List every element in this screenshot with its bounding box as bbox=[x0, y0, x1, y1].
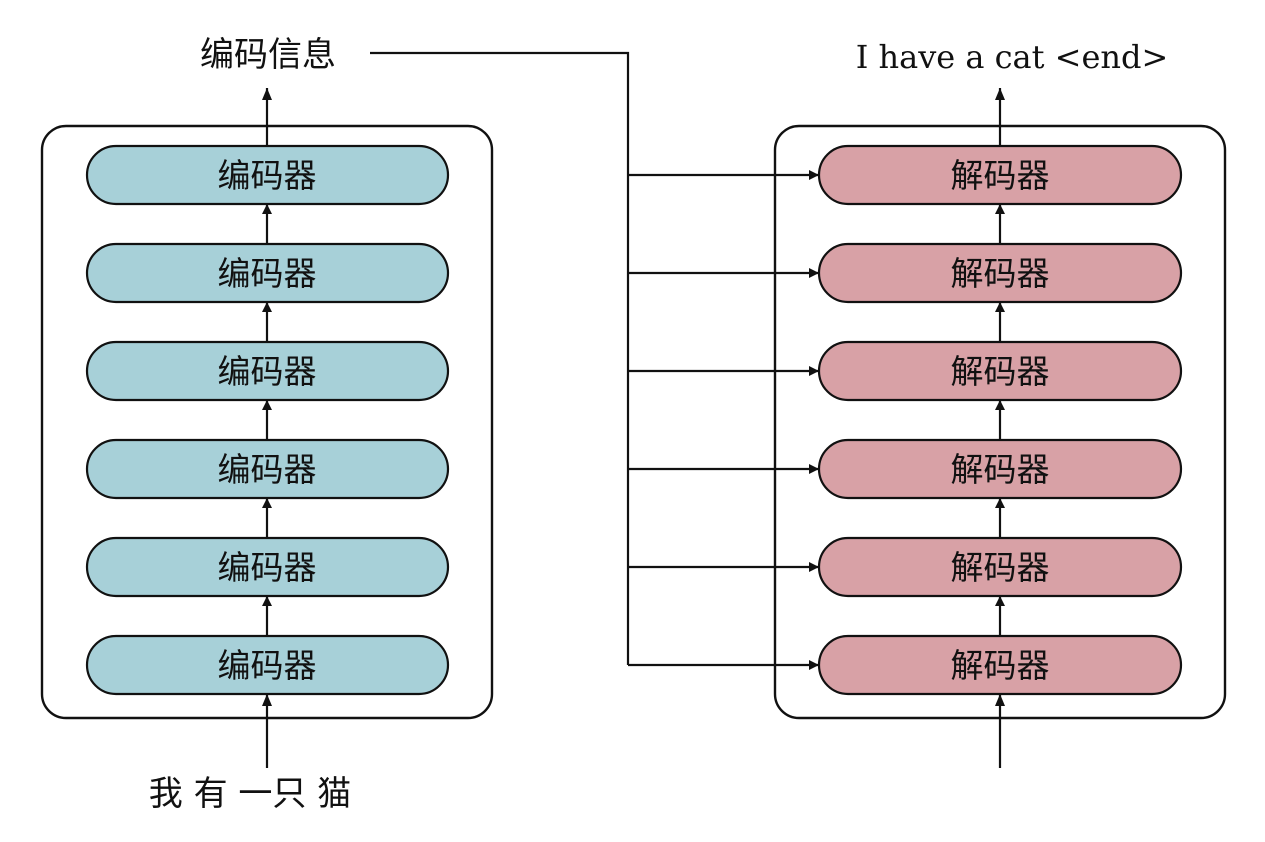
decoder-layer-label: 解码器 bbox=[951, 254, 1050, 293]
encoder-output-label: 编码信息 bbox=[200, 35, 336, 75]
encoder-layer: 编码器 bbox=[85, 536, 450, 598]
encoder-layer: 编码器 bbox=[85, 242, 450, 304]
encoder-layer-label: 编码器 bbox=[218, 548, 317, 587]
encoder-input-label: 我 有 一只 猫 bbox=[149, 774, 351, 814]
decoder-layer-label: 解码器 bbox=[951, 646, 1050, 685]
encoder-layer-label: 编码器 bbox=[218, 450, 317, 489]
encoder-layer-label: 编码器 bbox=[218, 156, 317, 195]
decoder-layer: 解码器 bbox=[817, 634, 1183, 696]
decoder-layer: 解码器 bbox=[817, 536, 1183, 598]
decoder-output-label: I have a cat <end> bbox=[856, 38, 1169, 76]
encoder-layer-label: 编码器 bbox=[218, 254, 317, 293]
decoder-layer: 解码器 bbox=[817, 438, 1183, 500]
encoder-layer-label: 编码器 bbox=[218, 646, 317, 685]
encoder-layer-label: 编码器 bbox=[218, 352, 317, 391]
encoder-layer: 编码器 bbox=[85, 634, 450, 696]
decoder-layer-label: 解码器 bbox=[951, 156, 1050, 195]
decoder-layer: 解码器 bbox=[817, 242, 1183, 304]
encoder-info-bus-line bbox=[370, 51, 630, 665]
encoder-layer: 编码器 bbox=[85, 340, 450, 402]
decoder-layer-label: 解码器 bbox=[951, 548, 1050, 587]
encoder-layer: 编码器 bbox=[85, 438, 450, 500]
decoder-layer-label: 解码器 bbox=[951, 352, 1050, 391]
decoder-layer: 解码器 bbox=[817, 340, 1183, 402]
cross-attention-arrows bbox=[628, 170, 819, 670]
decoder-layer-label: 解码器 bbox=[951, 450, 1050, 489]
encoder-layer: 编码器 bbox=[85, 144, 450, 206]
decoder-layer: 解码器 bbox=[817, 144, 1183, 206]
